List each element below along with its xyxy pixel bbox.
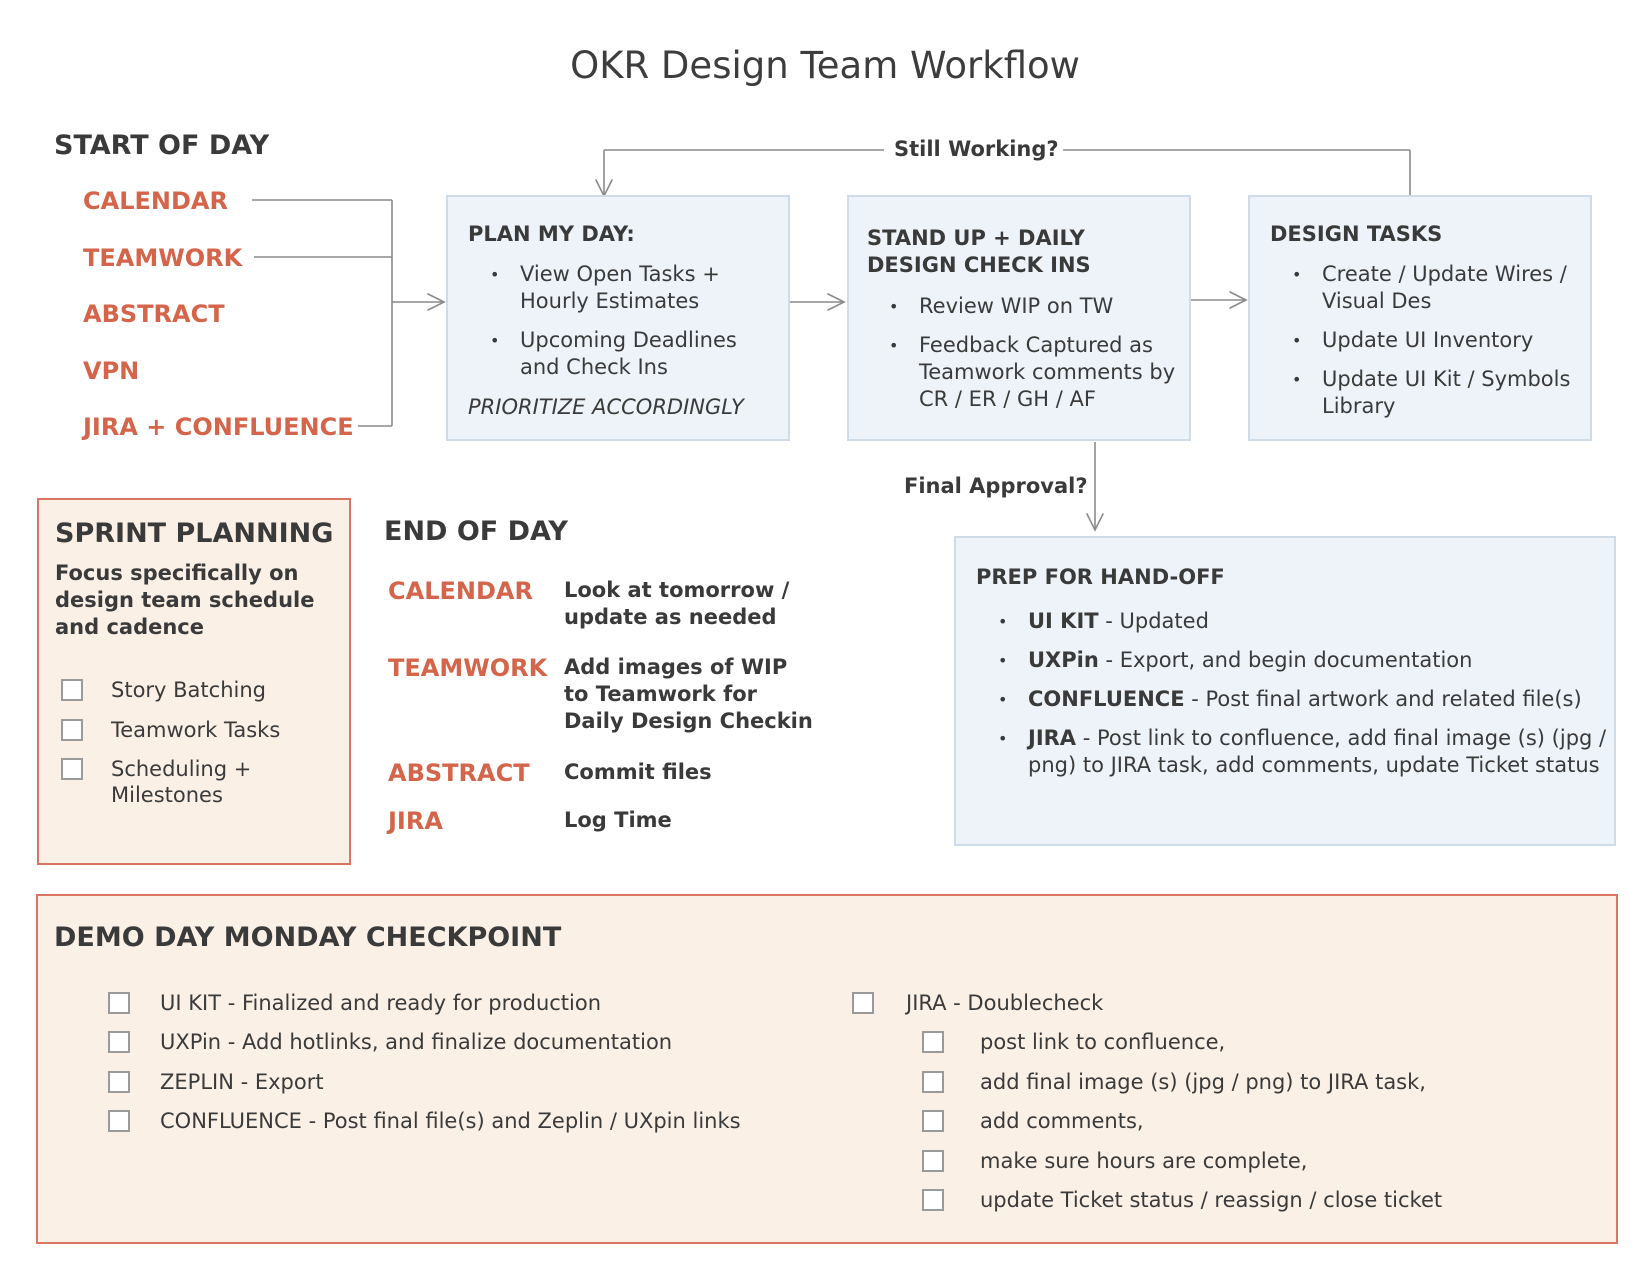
- start-tool-abstract: ABSTRACT: [83, 300, 225, 328]
- plan-my-day-heading: PLAN MY DAY:: [468, 222, 635, 246]
- design-tasks-box: DESIGN TASKS Create / Update Wires / Vis…: [1248, 195, 1592, 441]
- checkbox[interactable]: [922, 1071, 944, 1093]
- handoff-box: PREP FOR HAND-OFF UI KIT - Updated UXPin…: [954, 536, 1616, 846]
- list-item: UXPin - Export, and begin documentation: [976, 647, 1616, 674]
- list-item: CONFLUENCE - Post final artwork and rela…: [976, 686, 1616, 713]
- checkbox[interactable]: [852, 992, 874, 1014]
- standup-list: Review WIP on TW Feedback Captured as Te…: [867, 293, 1187, 413]
- eod-tool-calendar: CALENDAR: [388, 577, 533, 605]
- sprint-item-story-batching[interactable]: Story Batching: [61, 677, 341, 703]
- demo-item-uxpin[interactable]: UXPin - Add hotlinks, and finalize docum…: [108, 1029, 808, 1055]
- jira-sub-item[interactable]: add comments,: [922, 1108, 1602, 1134]
- sprint-item-teamwork-tasks[interactable]: Teamwork Tasks: [61, 717, 341, 743]
- checkbox[interactable]: [108, 1071, 130, 1093]
- final-approval-label: Final Approval?: [904, 474, 1088, 498]
- eod-tool-teamwork: TEAMWORK: [388, 654, 548, 682]
- checkbox[interactable]: [108, 1031, 130, 1053]
- eod-desc-abstract: Commit files: [564, 760, 712, 784]
- start-tool-calendar: CALENDAR: [83, 187, 228, 215]
- checkbox[interactable]: [108, 1110, 130, 1132]
- checkbox[interactable]: [108, 992, 130, 1014]
- jira-sub-item[interactable]: update Ticket status / reassign / close …: [922, 1187, 1602, 1213]
- eod-desc-jira: Log Time: [564, 808, 672, 832]
- start-of-day-heading: START OF DAY: [54, 130, 270, 161]
- list-item: Update UI Inventory: [1270, 327, 1590, 354]
- start-tool-vpn: VPN: [83, 357, 140, 385]
- eod-tool-abstract: ABSTRACT: [388, 759, 530, 787]
- jira-sub-item[interactable]: make sure hours are complete,: [922, 1148, 1602, 1174]
- checkbox[interactable]: [922, 1189, 944, 1211]
- list-item: View Open Tasks + Hourly Estimates: [468, 261, 778, 315]
- sprint-planning-box: SPRINT PLANNING Focus specifically on de…: [37, 498, 351, 865]
- checkbox[interactable]: [922, 1110, 944, 1132]
- checkbox[interactable]: [922, 1031, 944, 1053]
- sprint-planning-subtitle: Focus specifically on design team schedu…: [55, 561, 315, 639]
- demo-item-confluence[interactable]: CONFLUENCE - Post final file(s) and Zepl…: [108, 1108, 808, 1134]
- list-item: Feedback Captured as Teamwork comments b…: [867, 332, 1187, 413]
- prioritize-text: PRIORITIZE ACCORDINGLY: [468, 395, 744, 419]
- eod-desc-teamwork: Add images of WIP to Teamwork for Daily …: [564, 655, 813, 733]
- sprint-planning-heading: SPRINT PLANNING: [55, 518, 334, 549]
- eod-desc-calendar: Look at tomorrow / update as needed: [564, 578, 790, 629]
- design-tasks-heading: DESIGN TASKS: [1270, 222, 1443, 246]
- page-title: OKR Design Team Workflow: [570, 44, 1080, 87]
- handoff-heading: PREP FOR HAND-OFF: [976, 565, 1225, 589]
- end-of-day-heading: END OF DAY: [384, 516, 568, 547]
- list-item: Upcoming Deadlines and Check Ins: [468, 327, 778, 381]
- list-item: Update UI Kit / Symbols Library: [1270, 366, 1590, 420]
- demo-item-zeplin[interactable]: ZEPLIN - Export: [108, 1069, 808, 1095]
- jira-sub-item[interactable]: add final image (s) (jpg / png) to JIRA …: [922, 1069, 1602, 1095]
- demo-item-jira[interactable]: JIRA - Doublecheck: [852, 990, 1552, 1016]
- plan-my-day-box: PLAN MY DAY: View Open Tasks + Hourly Es…: [446, 195, 790, 441]
- demo-item-ui-kit[interactable]: UI KIT - Finalized and ready for product…: [108, 990, 808, 1016]
- demo-day-box: DEMO DAY MONDAY CHECKPOINT UI KIT - Fina…: [36, 894, 1618, 1244]
- sprint-item-scheduling[interactable]: Scheduling + Milestones: [61, 756, 341, 812]
- list-item: Review WIP on TW: [867, 293, 1187, 320]
- standup-heading: STAND UP + DAILY DESIGN CHECK INS: [867, 226, 1091, 277]
- standup-box: STAND UP + DAILY DESIGN CHECK INS Review…: [847, 195, 1191, 441]
- checkbox[interactable]: [61, 679, 83, 701]
- list-item: JIRA - Post link to confluence, add fina…: [976, 725, 1616, 779]
- checkbox[interactable]: [61, 719, 83, 741]
- jira-sub-item[interactable]: post link to confluence,: [922, 1029, 1602, 1055]
- eod-tool-jira: JIRA: [388, 807, 443, 835]
- start-tool-jira-confluence: JIRA + CONFLUENCE: [83, 413, 354, 441]
- handoff-list: UI KIT - Updated UXPin - Export, and beg…: [976, 608, 1616, 779]
- start-tool-teamwork: TEAMWORK: [83, 244, 243, 272]
- still-working-label: Still Working?: [890, 137, 1063, 161]
- list-item: UI KIT - Updated: [976, 608, 1616, 635]
- design-tasks-list: Create / Update Wires / Visual Des Updat…: [1270, 261, 1590, 420]
- checkbox[interactable]: [61, 758, 83, 780]
- demo-day-heading: DEMO DAY MONDAY CHECKPOINT: [54, 922, 562, 953]
- list-item: Create / Update Wires / Visual Des: [1270, 261, 1590, 315]
- plan-my-day-list: View Open Tasks + Hourly Estimates Upcom…: [468, 261, 778, 381]
- checkbox[interactable]: [922, 1150, 944, 1172]
